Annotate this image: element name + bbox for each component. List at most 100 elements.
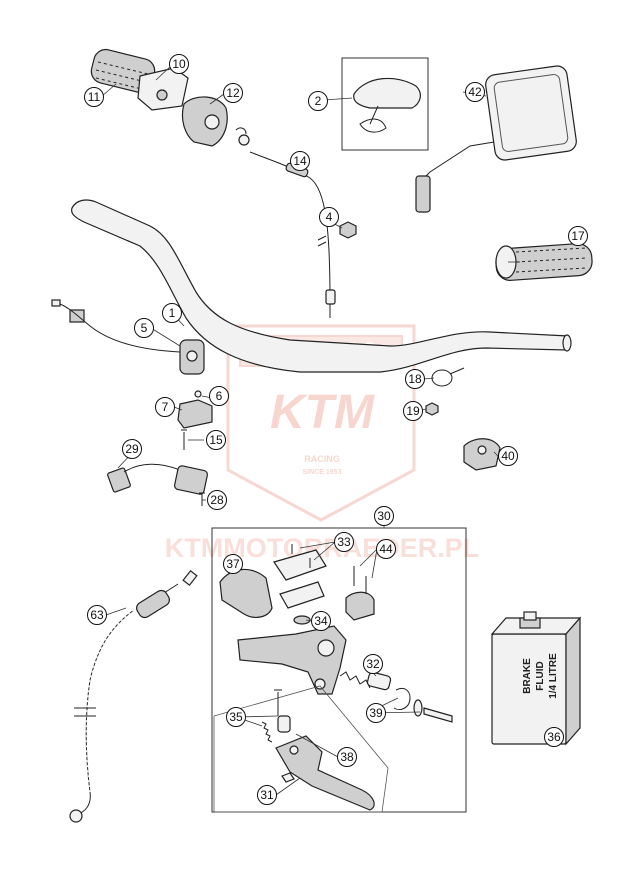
nut [339, 221, 357, 239]
watermark-racing: RACING [304, 454, 340, 464]
callout-12: 12 [223, 83, 243, 103]
switch-screw [199, 492, 205, 506]
callout-2: 2 [308, 91, 328, 111]
lever-spring [261, 721, 273, 743]
diaphragm [279, 581, 325, 609]
svg-text:38: 38 [340, 750, 354, 764]
svg-text:18: 18 [408, 372, 422, 386]
svg-text:14: 14 [293, 154, 307, 168]
callout-42: 42 [465, 82, 485, 102]
fluid-can-line-2: FLUID [535, 661, 546, 690]
fluid-can-line-3: 1/4 LITRE [548, 653, 559, 699]
svg-text:19: 19 [406, 404, 420, 418]
throttle-cable [235, 127, 336, 318]
piston [366, 671, 392, 691]
svg-text:12: 12 [226, 86, 240, 100]
callout-6: 6 [209, 386, 229, 406]
piston-spring [339, 671, 371, 689]
callout-37: 37 [223, 554, 243, 574]
callout-63: 63 [87, 605, 107, 625]
callout-19: 19 [403, 401, 423, 421]
seal [293, 615, 311, 625]
callout-36: 36 [544, 727, 564, 747]
svg-text:4: 4 [326, 210, 333, 224]
svg-text:17: 17 [571, 229, 585, 243]
svg-text:44: 44 [379, 542, 393, 556]
small-nut [425, 402, 439, 416]
svg-text:33: 33 [337, 535, 351, 549]
callout-15: 15 [206, 430, 226, 450]
lever-sub-box [213, 685, 389, 813]
svg-text:39: 39 [369, 706, 383, 720]
svg-text:29: 29 [125, 442, 139, 456]
brake-fluid-can: BRAKE FLUID 1/4 LITRE [490, 611, 582, 746]
callout-31: 31 [257, 785, 277, 805]
watermark-brand: KTM [270, 386, 375, 439]
svg-text:11: 11 [88, 90, 101, 104]
callout-40: 40 [498, 446, 518, 466]
callout-30: 30 [374, 506, 394, 526]
mirror [415, 65, 577, 213]
lever-bolt [274, 689, 282, 716]
svg-text:5: 5 [141, 321, 148, 335]
callout-32: 32 [363, 654, 383, 674]
watermark-shield [226, 324, 416, 522]
svg-text:35: 35 [229, 710, 243, 724]
svg-text:36: 36 [547, 730, 561, 744]
kill-switch [51, 299, 205, 375]
callout-39: 39 [366, 703, 386, 723]
svg-text:34: 34 [314, 614, 328, 628]
svg-text:30: 30 [377, 509, 391, 523]
svg-text:63: 63 [90, 608, 104, 622]
reservoir-cap [273, 549, 327, 581]
callout-5: 5 [134, 318, 154, 338]
svg-text:40: 40 [501, 449, 515, 463]
callout-18: 18 [405, 369, 425, 389]
callouts: 1 2 4 5 6 7 10 11 12 14 15 17 18 19 28 2… [84, 54, 588, 805]
pushrod [423, 707, 453, 723]
callout-38: 38 [337, 747, 357, 767]
light-switch [107, 463, 209, 495]
watermark-since: SINCE 1953 [303, 469, 342, 476]
right-grip [495, 243, 593, 281]
master-cylinder-group-box [211, 527, 467, 813]
svg-text:37: 37 [226, 557, 240, 571]
svg-text:15: 15 [209, 433, 223, 447]
svg-text:10: 10 [172, 57, 186, 71]
lever-clamp [177, 399, 213, 429]
cable-tie [431, 369, 453, 387]
callout-28: 28 [207, 490, 227, 510]
callout-14: 14 [290, 151, 310, 171]
boot [393, 687, 411, 711]
svg-text:2: 2 [315, 94, 322, 108]
callout-34: 34 [311, 611, 331, 631]
svg-text:28: 28 [210, 493, 224, 507]
callout-17: 17 [568, 226, 588, 246]
callout-33: 33 [334, 532, 354, 552]
cover-detail-box [341, 57, 429, 151]
callout-29: 29 [122, 439, 142, 459]
fluid-can-line-1: BRAKE [522, 658, 533, 694]
handlebar [71, 199, 569, 373]
callout-11: 11 [84, 87, 104, 107]
callout-44: 44 [376, 539, 396, 559]
svg-text:7: 7 [162, 400, 169, 414]
master-clamp [345, 591, 375, 621]
bushing [277, 715, 291, 733]
lever [275, 735, 375, 811]
watermark-site: KTMMOTORRAEDER.PL [165, 533, 480, 563]
callout-4: 4 [319, 207, 339, 227]
callout-35: 35 [226, 707, 246, 727]
callout-7: 7 [155, 397, 175, 417]
callout-1: 1 [162, 303, 182, 323]
clamp-screw [181, 429, 187, 450]
lever-housing [219, 568, 273, 618]
svg-text:6: 6 [216, 389, 223, 403]
clutch-hose [69, 569, 198, 823]
handlebar-cover [353, 77, 421, 109]
callout-10: 10 [169, 54, 189, 74]
master-cylinder [237, 625, 347, 695]
svg-text:32: 32 [366, 657, 380, 671]
svg-text:1: 1 [169, 306, 176, 320]
